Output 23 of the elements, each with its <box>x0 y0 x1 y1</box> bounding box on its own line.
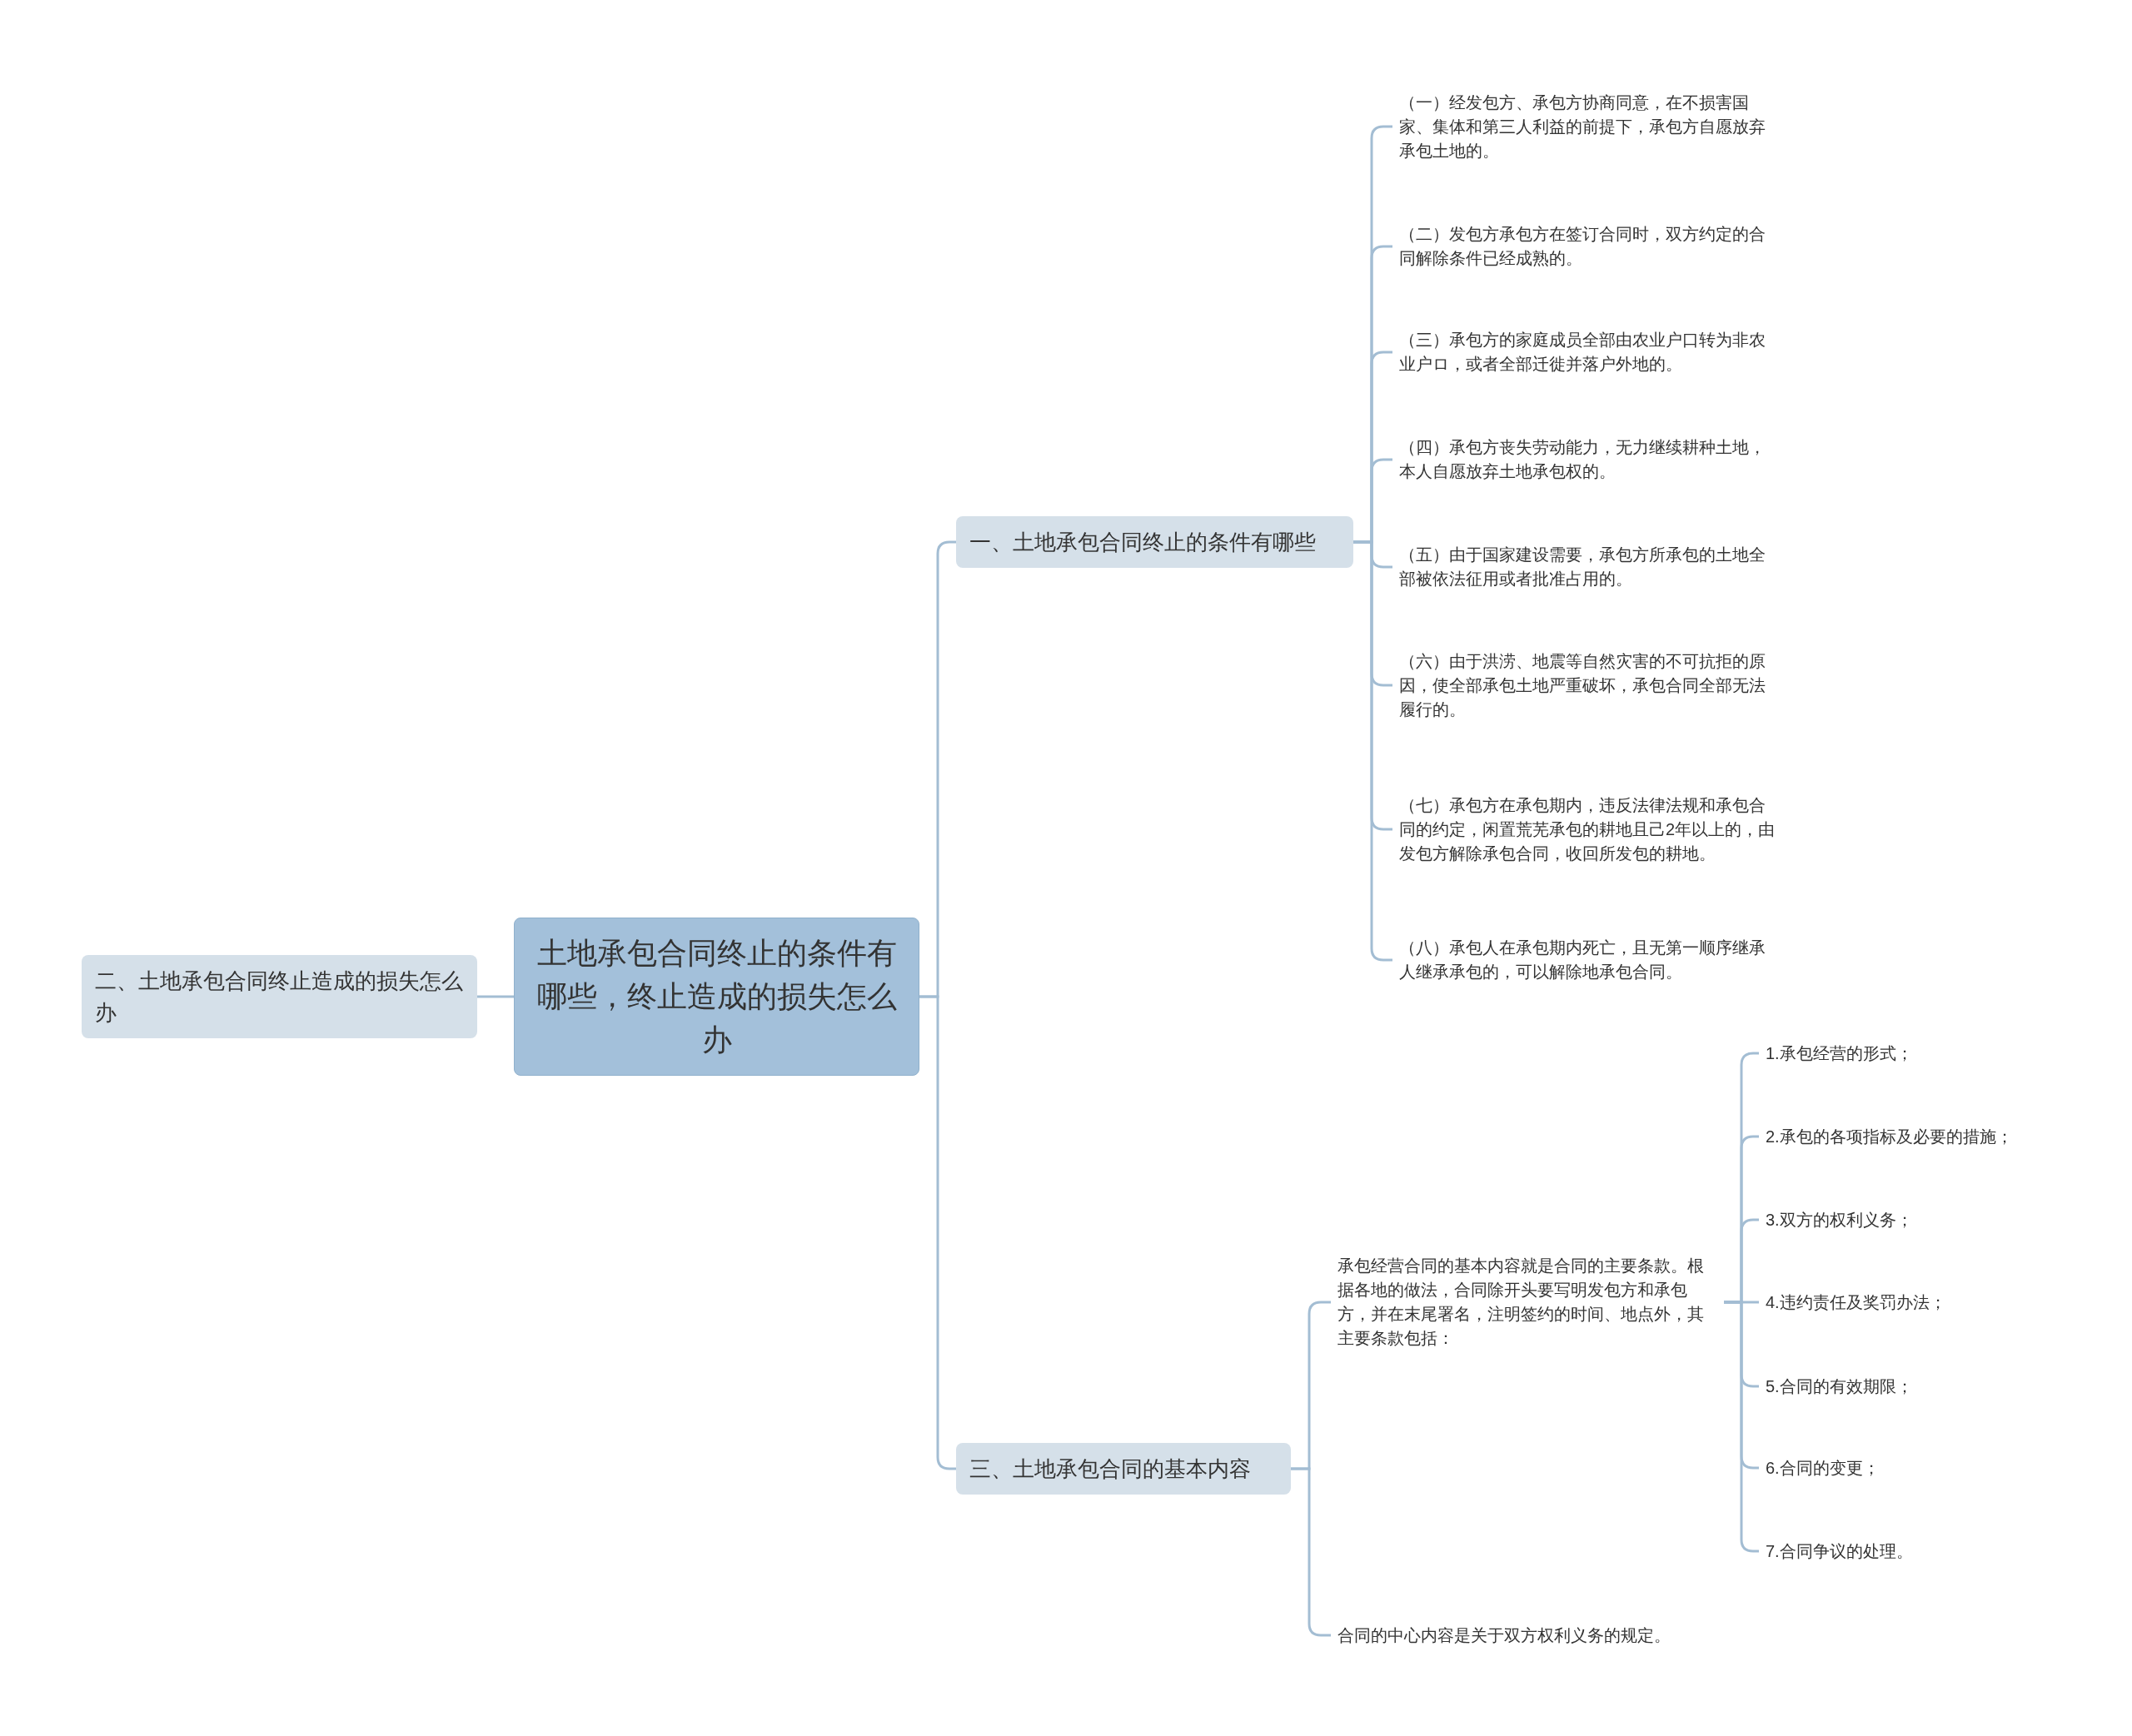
topic-box: 二、土地承包合同终止造成的损失怎么办 <box>82 955 477 1038</box>
topic-box: 三、土地承包合同的基本内容 <box>956 1443 1291 1495</box>
topic-text: （一）经发包方、承包方协商同意，在不损害国家、集体和第三人利益的前提下，承包方自愿放弃承包土地的。 <box>1392 87 1784 167</box>
topic-box: 一、土地承包合同终止的条件有哪些 <box>956 516 1353 568</box>
topic-text: （五）由于国家建设需要，承包方所承包的土地全部被依法征用或者批准占用的。 <box>1392 540 1784 594</box>
topic-text: （八）承包人在承包期内死亡，且无第一顺序继承人继承承包的，可以解除地承包合同。 <box>1392 933 1784 987</box>
connector-line <box>919 995 956 1470</box>
topic-text: 3.双方的权利义务； <box>1759 1204 2109 1236</box>
topic-text: （四）承包方丧失劳动能力，无力继续耕种土地，本人自愿放弃土地承包权的。 <box>1392 432 1784 487</box>
topic-text: 1.承包经营的形式； <box>1759 1037 2109 1069</box>
topic-text: 6.合同的变更； <box>1759 1452 2109 1484</box>
connector-line <box>477 995 514 998</box>
topic-text: 5.合同的有效期限； <box>1759 1370 2109 1402</box>
topic-text: 2.承包的各项指标及必要的措施； <box>1759 1121 2109 1152</box>
topic-text: 合同的中心内容是关于双方权利义务的规定。 <box>1331 1619 1724 1651</box>
topic-text: 承包经营合同的基本内容就是合同的主要条款。根据各地的做法，合同除开头要写明发包方和承包方，并在末尾署名，注明签约的时间、地点外，其主要条款包括： <box>1331 1251 1724 1354</box>
topic-text: （三）承包方的家庭成员全部由农业户口转为非农业户ロ，或者全部迁徙并落户外地的。 <box>1392 325 1784 380</box>
topic-text: （六）由于洪涝、地震等自然灾害的不可抗拒的原因，使全部承包土地严重破坏，承包合同全部无法履行的。 <box>1392 645 1784 725</box>
topic-text: （二）发包方承包方在签订合同时，双方约定的合同解除条件已经成熟的。 <box>1392 219 1784 274</box>
topic-text: （七）承包方在承包期内，违反法律法规和承包合同的约定，闲置荒芜承包的耕地且己2年以上的，由发包方解除承包合同，收回所发包的耕地。 <box>1392 789 1784 869</box>
central-topic-box: 土地承包合同终止的条件有哪些，终止造成的损失怎么办 <box>514 918 919 1076</box>
topic-text: 4.违约责任及奖罚办法； <box>1759 1286 2109 1318</box>
topic-text: 7.合同争议的处理。 <box>1759 1535 2109 1567</box>
